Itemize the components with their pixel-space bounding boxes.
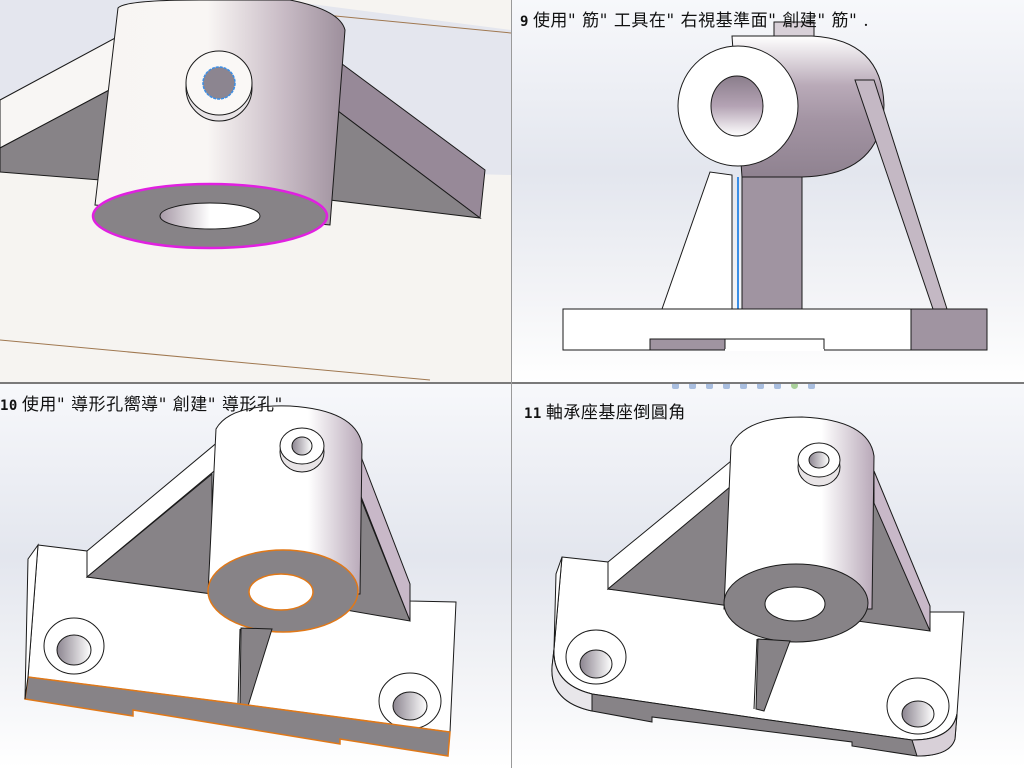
step-text: 使用" 筋" 工具在" 右視基準面" 創建" 筋" .: [532, 11, 870, 31]
display-style-icon[interactable]: [757, 384, 764, 389]
boss-hole-edge[interactable]: [202, 66, 236, 100]
model-viewport-iso-holes[interactable]: [0, 384, 511, 768]
zoom-area-icon[interactable]: [689, 384, 696, 389]
model-viewport-closeup[interactable]: [0, 0, 511, 383]
model-viewport-iso-fillet[interactable]: [512, 384, 1024, 768]
grid-divider-horizontal: [0, 382, 1024, 384]
step-text: 軸承座基座倒圓角: [545, 403, 686, 423]
section-view-icon[interactable]: [723, 384, 730, 389]
grid-divider-vertical: [511, 0, 512, 768]
step-text: 使用" 導形孔嚮導" 創建" 導形孔": [21, 395, 283, 415]
view-orientation-icon[interactable]: [740, 384, 747, 389]
selected-bottom-edge[interactable]: [24, 676, 451, 757]
view-toolbar[interactable]: [672, 384, 892, 390]
prev-view-icon[interactable]: [706, 384, 713, 389]
step-number: 10: [0, 398, 18, 414]
step-number: 11: [524, 406, 542, 422]
panel-step-8-closeup: [0, 0, 511, 383]
scene-icon[interactable]: [808, 384, 815, 389]
appearance-icon[interactable]: [791, 384, 798, 389]
model-viewport-right-view[interactable]: [512, 0, 1024, 383]
zoom-fit-icon[interactable]: [672, 384, 679, 389]
hide-show-icon[interactable]: [774, 384, 781, 389]
step-number: 9: [520, 14, 529, 30]
